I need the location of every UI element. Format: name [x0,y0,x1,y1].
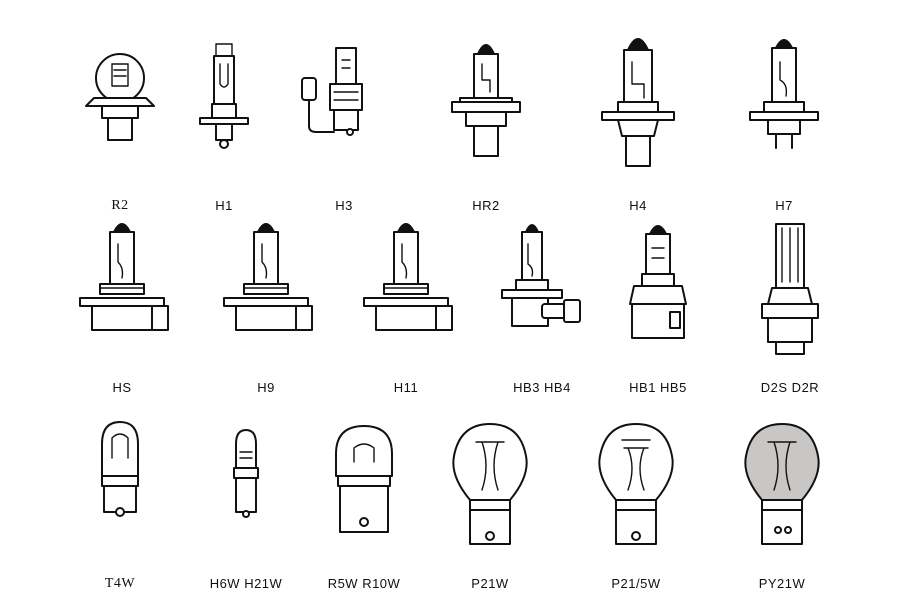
bulb-label: H4 [629,198,647,213]
hs-bulb-icon [79,223,169,331]
r2-bulb-icon [85,53,155,141]
p21-5w-bulb-icon [598,423,674,545]
bulb-label: HR2 [472,198,500,213]
bulb-label: R5W R10W [327,576,401,591]
bulb-label: D2S D2R [760,380,820,395]
bulb-label: HS [112,380,132,395]
t4w-bulb-icon [101,421,139,517]
bulb-h7: H7 [714,39,854,213]
bulb-label: H3 [335,198,353,213]
bulb-label: HB3 HB4 [513,380,571,395]
bulb-h6w-h21w: H6W H21W [176,418,316,591]
bulb-label: T4W [104,576,136,591]
bulb-label: H6W H21W [209,576,283,591]
bulb-hr2: HR2 [416,40,556,213]
h7-bulb-icon [749,39,819,149]
r5w-r10w-bulb-icon [335,425,393,533]
bulb-label: H7 [775,198,793,213]
bulb-label: P21/5W [611,576,661,591]
bulb-r5w-r10w: R5W R10W [294,418,434,591]
bulb-t4w: T4W [50,418,190,592]
bulb-h3: H3 [274,40,414,213]
h1-bulb-icon [199,43,249,149]
bulb-label: H1 [215,198,233,213]
bulb-hs: HS [52,222,192,395]
bulb-p21-5w: P21/5W [566,418,706,591]
bulb-label: PY21W [758,576,806,591]
bulb-hb1-hb5: HB1 HB5 [588,222,728,395]
bulb-p21w: P21W [420,418,560,591]
h3-bulb-icon [301,47,363,136]
bulb-label: P21W [471,576,509,591]
bulb-h1: H1 [154,40,294,213]
bulb-d2s-d2r: D2S D2R [720,222,860,395]
h6w-h21w-bulb-icon [233,429,259,518]
bulb-hb3-hb4: HB3 HB4 [472,222,612,395]
d2s-d2r-bulb-icon [761,223,819,355]
bulb-h11: H11 [336,222,476,395]
hr2-bulb-icon [451,44,521,157]
bulb-py21w: PY21W [712,418,852,591]
bulb-label: R2 [111,198,129,213]
hb3-hb4-bulb-icon [501,224,581,327]
p21w-bulb-icon [452,423,528,545]
bulb-h4: H4 [568,38,708,213]
h11-bulb-icon [363,223,453,331]
bulb-label: HB1 HB5 [629,380,687,395]
h9-bulb-icon [223,223,313,331]
bulb-r2: R2 [50,40,190,214]
bulb-h9: H9 [196,222,336,395]
bulb-label: H9 [257,380,275,395]
bulb-label: H11 [393,380,419,395]
hb1-hb5-bulb-icon [629,225,687,339]
py21w-bulb-icon [744,423,820,545]
h4-bulb-icon [601,38,675,167]
